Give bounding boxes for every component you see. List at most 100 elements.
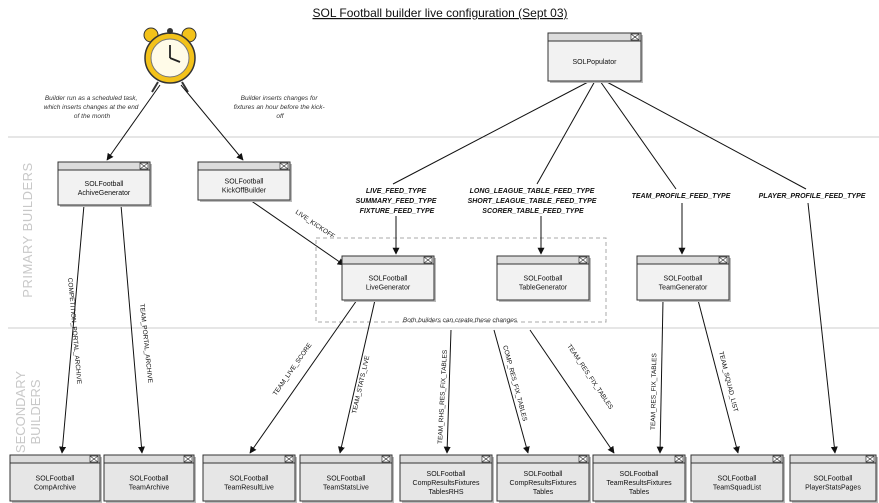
node-header (57, 161, 151, 171)
section-label-secondary: SECONDARY (13, 371, 28, 453)
node-header (496, 454, 590, 464)
node-group: SOLPopulatorSOLFootballAchiveGeneratorSO… (9, 32, 878, 503)
edge-feed-player-stats (807, 202, 838, 454)
edge-label-team-squad-list: TEAM_SQUAD_LIST (717, 351, 739, 413)
shared-changes-region (315, 237, 607, 323)
edge-team-teamtables (656, 299, 664, 454)
component-icon (279, 162, 289, 170)
edge-label-comp-res-fix-tables: COMP_RES_FIX_TABLES (501, 345, 528, 423)
node-header (592, 454, 686, 464)
node-header (399, 454, 493, 464)
node-header (197, 161, 291, 171)
node-label: SOLFootball (620, 471, 659, 478)
edge-label-team-res-fix-tables-b: TEAM_RES_FIX_TABLES (650, 352, 658, 430)
shared-changes-caption: Both builders can create these changes (403, 317, 518, 324)
node-header (636, 255, 730, 265)
node-header (341, 255, 435, 265)
node-label: TeamStatsLive (323, 485, 369, 492)
node-label: SOLFootball (230, 476, 269, 483)
node-header (202, 454, 296, 464)
section-label-secondary-2: BUILDERS (28, 379, 43, 444)
node-header (9, 454, 101, 464)
feed-label-team: TEAM_PROFILE_FEED_TYPE (632, 193, 731, 200)
component-icon (772, 455, 782, 463)
connector-group (59, 80, 838, 454)
node-header (547, 32, 642, 42)
edge-kickoff-live (249, 199, 345, 266)
component-icon (578, 455, 588, 463)
node-label: CompResultsFixtures (413, 480, 480, 487)
edge-region-comptables (493, 329, 530, 454)
alarm-clock-icon (143, 27, 197, 93)
edge-label-live-kickoff: LIVE_KICKOFF (294, 209, 336, 240)
node-label: CompArchive (34, 485, 76, 492)
node-label: TeamSquadList (713, 485, 761, 492)
edge-label-team-live-score: TEAM_LIVE_SCORE (272, 341, 314, 397)
node-header (789, 454, 877, 464)
node-label: KickOffBuilder (222, 188, 267, 195)
edge-region-rhs (443, 329, 452, 454)
node-label: TeamGenerator (659, 285, 708, 292)
node-label: AchiveGenerator (78, 190, 131, 197)
node-label: TeamResultLive (224, 485, 274, 492)
edge-populator-league (536, 80, 596, 185)
component-icon (630, 33, 640, 41)
feed-label-league: LONG_LEAGUE_TABLE_FEED_TYPE SHORT_LEAGUE… (468, 188, 599, 215)
diagram-title: SOL Football builder live configuration … (312, 6, 567, 20)
component-icon (423, 256, 433, 264)
node-populator[interactable]: SOLPopulator (547, 32, 643, 83)
node-label: TablesRHS (428, 489, 463, 496)
node-label: Tables (533, 489, 554, 496)
note-kickoff: Builder inserts changes for fixtures an … (234, 95, 327, 120)
node-label: SOLFootball (524, 276, 563, 283)
node-label: TeamArchive (129, 485, 170, 492)
edge-archive-comp (59, 204, 85, 454)
node-header (496, 255, 590, 265)
edge-live-teamresult (249, 299, 358, 454)
edge-clock-kickoff (180, 84, 244, 161)
node-label: SOLFootball (814, 476, 853, 483)
node-label: TeamResultsFixtures (606, 480, 672, 487)
node-label: SOLFootball (36, 476, 75, 483)
node-header (103, 454, 195, 464)
node-label: SOLFootball (718, 476, 757, 483)
node-label: SOLFootball (369, 276, 408, 283)
edge-label-comp-portal-archive: COMPETITION_PORTAL_ARCHIVE (66, 278, 82, 386)
component-icon (381, 455, 391, 463)
node-label: SOLPopulator (573, 59, 618, 66)
node-header (299, 454, 393, 464)
edge-label-team-res-fix-tables-a: TEAM_RES_FIX_TABLES (565, 343, 614, 411)
node-label: SOLFootball (85, 181, 124, 188)
node-label: TableGenerator (519, 285, 568, 292)
component-icon (718, 256, 728, 264)
node-label: CompResultsFixtures (510, 480, 577, 487)
component-icon (183, 455, 193, 463)
component-icon (89, 455, 99, 463)
component-icon (481, 455, 491, 463)
node-label: SOLFootball (427, 471, 466, 478)
node-label: Tables (629, 489, 650, 496)
edge-label-team-rhs-res-fix-tables: TEAM_RHS_RES_FIX_TABLES (437, 349, 449, 444)
edge-label-team-portal-archive: TEAM_PORTAL_ARCHIVE (138, 303, 153, 384)
node-label: LiveGenerator (366, 285, 411, 292)
component-icon (674, 455, 684, 463)
edge-region-teamtables (529, 329, 615, 454)
edge-populator-team (599, 80, 677, 190)
node-label: PlayerStatsPages (805, 485, 861, 492)
edge-team-squad (697, 299, 740, 454)
